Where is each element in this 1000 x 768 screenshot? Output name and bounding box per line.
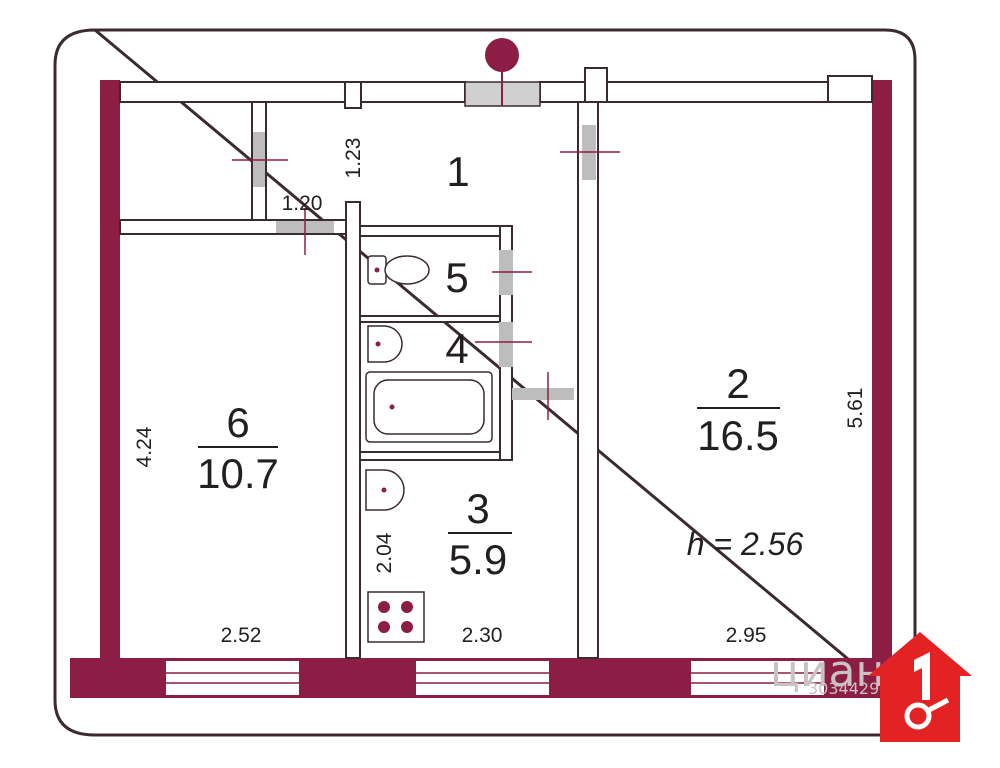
door-crosshairs	[232, 151, 620, 420]
room-3-area: 5.9	[449, 536, 507, 583]
windows	[164, 659, 826, 697]
interior-walls	[119, 101, 599, 659]
window-lines	[165, 672, 825, 684]
room-5-number: 5	[445, 254, 468, 301]
watermark-brand: циан	[770, 646, 884, 697]
room-6-area: 10.7	[197, 450, 279, 497]
house-key-logo	[868, 632, 972, 742]
dim-room2-height: 5.61	[844, 388, 867, 429]
washbasin-icon	[367, 325, 403, 363]
dim-corridor-width: 1.23	[342, 138, 365, 179]
room-4-number: 4	[445, 325, 468, 372]
entrance-marker	[485, 38, 519, 106]
dim-room2-width: 2.95	[726, 624, 767, 647]
kitchen-sink-icon	[365, 469, 405, 511]
top-wall	[119, 67, 873, 109]
dim-room6-height: 4.24	[133, 426, 156, 467]
watermark-id: 303442925	[808, 679, 900, 698]
dim-room6-width: 2.52	[221, 624, 262, 647]
room-6-number: 6	[226, 399, 249, 446]
room-2-number: 2	[726, 360, 749, 407]
dim-corridor-span: 1.20	[282, 192, 323, 215]
ceiling-height: h = 2.56	[687, 526, 804, 562]
room-1-number: 1	[446, 148, 469, 195]
room-2-area: 16.5	[697, 412, 779, 459]
stove-icon	[367, 591, 425, 643]
dim-kitchen-width: 2.30	[462, 624, 503, 647]
toilet-icon	[367, 255, 430, 285]
bathtub-icon	[365, 371, 493, 443]
room-3-number: 3	[466, 485, 489, 532]
dim-kitchen-height: 2.04	[373, 532, 396, 573]
